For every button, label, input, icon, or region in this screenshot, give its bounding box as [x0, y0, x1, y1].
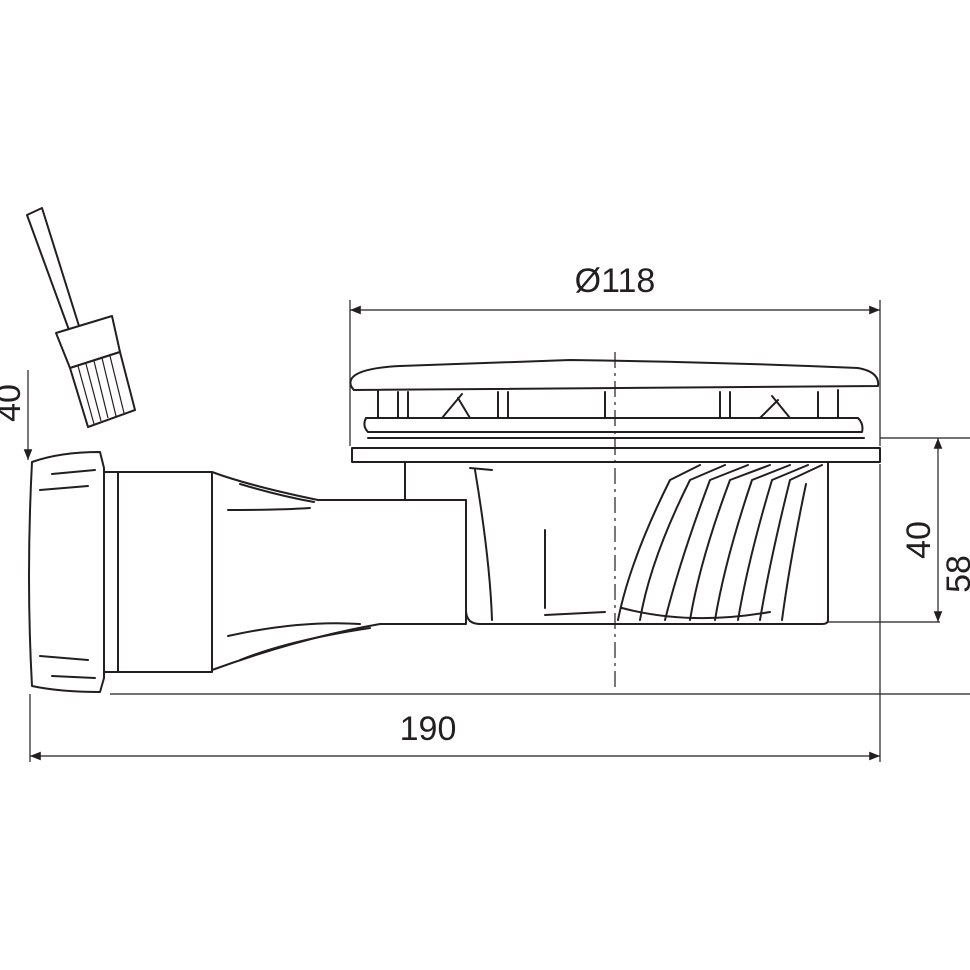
outlet-pipe: [211, 471, 467, 671]
dimension-diameter: Ø118: [349, 262, 881, 446]
drain-cover: [349, 359, 880, 439]
dimension-outlet-height-label: 40: [0, 384, 28, 422]
dimension-diameter-label: Ø118: [575, 262, 656, 300]
dimension-length: 190: [29, 464, 881, 762]
outlet-nut: [28, 451, 105, 693]
drain-body: [404, 461, 829, 625]
dimension-outlet-height: 40: [0, 370, 33, 460]
drain-flange: [351, 447, 881, 463]
dimension-trap-height-label: 40: [900, 521, 938, 559]
dimension-heights: 40 58: [110, 437, 970, 695]
outlet-collar: [103, 471, 213, 673]
dimension-total-height-label: 58: [940, 555, 970, 593]
brush-icon: [26, 207, 136, 428]
dimension-length-label: 190: [400, 710, 457, 748]
